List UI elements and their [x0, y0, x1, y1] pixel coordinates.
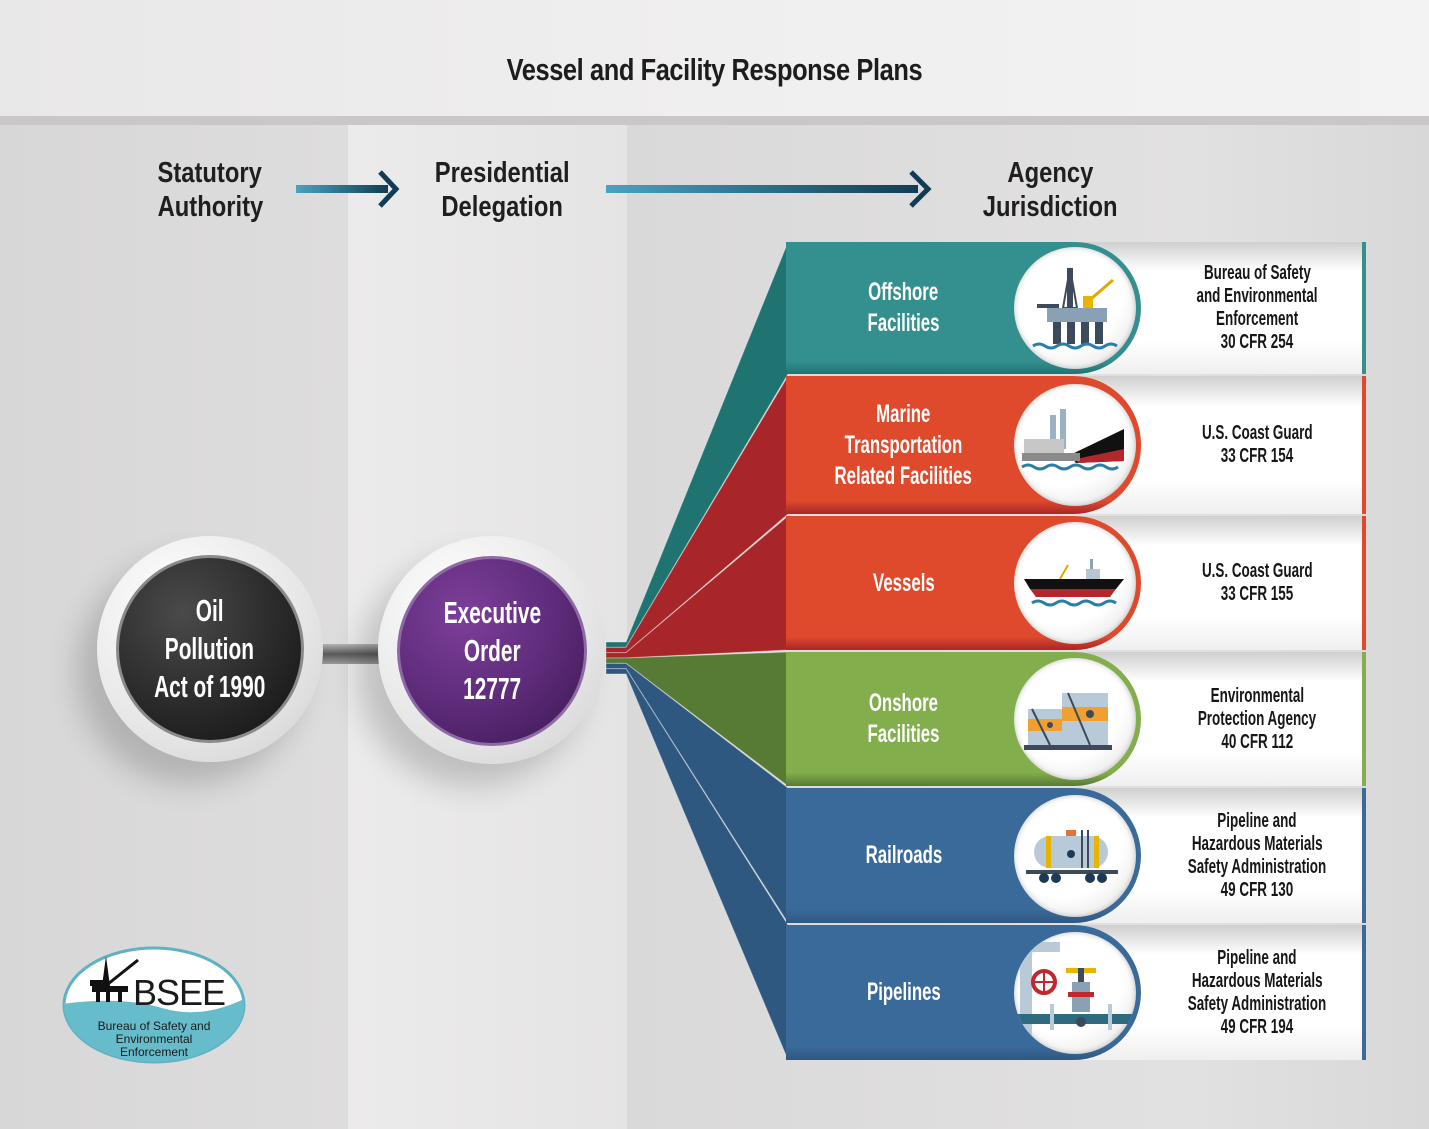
oil-rig-icon [90, 956, 139, 1002]
row-edge [1362, 925, 1366, 1060]
category-label: Pipelines [866, 978, 941, 1006]
statute-node: Oil Pollution Act of 1990 [116, 555, 304, 743]
bsee-logo [62, 946, 246, 1064]
arrow-right-icon [606, 170, 932, 208]
column-heading-presidential: Presidential Delegation [434, 157, 570, 223]
pipeline-valve-icon [1014, 931, 1136, 1054]
column-heading-agency: Agency Jurisdiction [982, 157, 1118, 223]
row-edge [1362, 242, 1366, 374]
column-heading-statutory: Statutory Authority [157, 157, 263, 223]
row-edge [1362, 788, 1366, 923]
header-band [0, 0, 1429, 116]
marine-terminal-ship-icon [1014, 384, 1136, 506]
offshore-platform-icon [1014, 247, 1136, 369]
logo-abbreviation: BSEE [133, 972, 226, 1013]
page-title: Vessel and Facility Response Plans [506, 52, 923, 87]
category-label: Railroads [865, 841, 942, 869]
row-edge [1362, 376, 1366, 514]
connector-bar [322, 644, 382, 664]
row-edge [1362, 652, 1366, 786]
header-divider [0, 116, 1429, 125]
delegation-node: Executive Order 12777 [397, 556, 587, 746]
tanker-ship-icon [1014, 522, 1136, 644]
category-label: Vessels [872, 568, 935, 597]
arrow-right-icon [296, 170, 400, 208]
storage-tanks-icon [1014, 658, 1136, 780]
logo-agency-name: Bureau of Safety and Environmental Enfor… [97, 1019, 211, 1059]
row-edge [1362, 516, 1366, 650]
fan-wedge [605, 668, 789, 1061]
rail-tank-car-icon [1014, 794, 1136, 917]
